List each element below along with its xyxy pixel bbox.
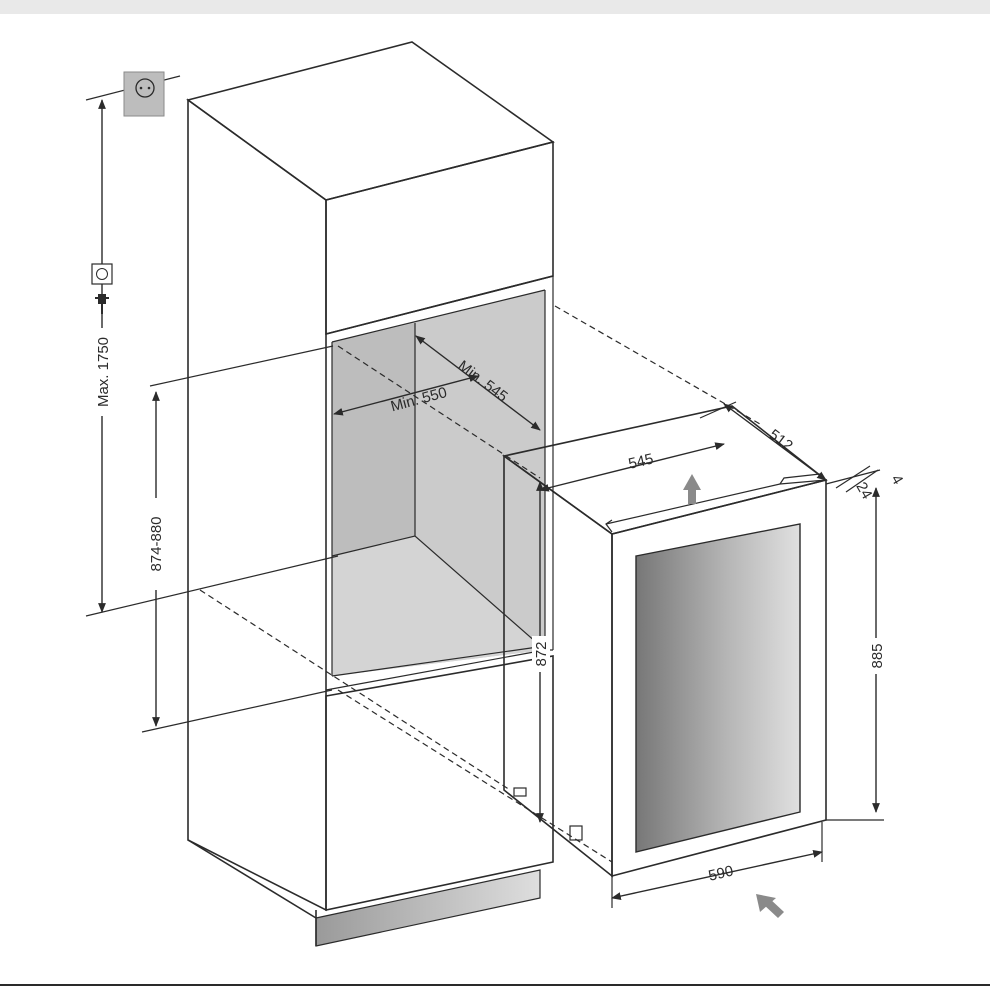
cabinet-plinth (315, 869, 541, 947)
label-gap-a: 4 (887, 472, 906, 488)
label-max-height: Max. 1750 (95, 337, 112, 407)
ventilation-arrow-icon (683, 474, 701, 504)
label-top-width: 545 (627, 451, 655, 473)
label-body-height: 872 (533, 641, 550, 666)
power-socket-icon (123, 71, 165, 117)
label-depth: 512 (766, 426, 796, 455)
label-gap-b: 24 (852, 479, 875, 502)
cabinet-lower-door (325, 655, 554, 911)
label-total-width: 590 (707, 863, 735, 885)
power-plug-icon (95, 294, 109, 314)
cabinet-top-face (186, 41, 555, 201)
cooler-glass (635, 523, 801, 853)
airflow-arrow-icon (756, 894, 784, 918)
cabinet-left-side (187, 98, 327, 912)
bottom-rule (0, 984, 990, 986)
tall-cabinet (186, 41, 555, 947)
cooler-top-face (502, 405, 828, 535)
power-socket-icon (91, 263, 113, 285)
label-niche-height: 874-880 (148, 516, 165, 571)
projection-lines (85, 75, 761, 863)
label-total-height: 885 (869, 643, 886, 668)
niche-opening (325, 275, 554, 691)
top-bar (0, 0, 990, 14)
